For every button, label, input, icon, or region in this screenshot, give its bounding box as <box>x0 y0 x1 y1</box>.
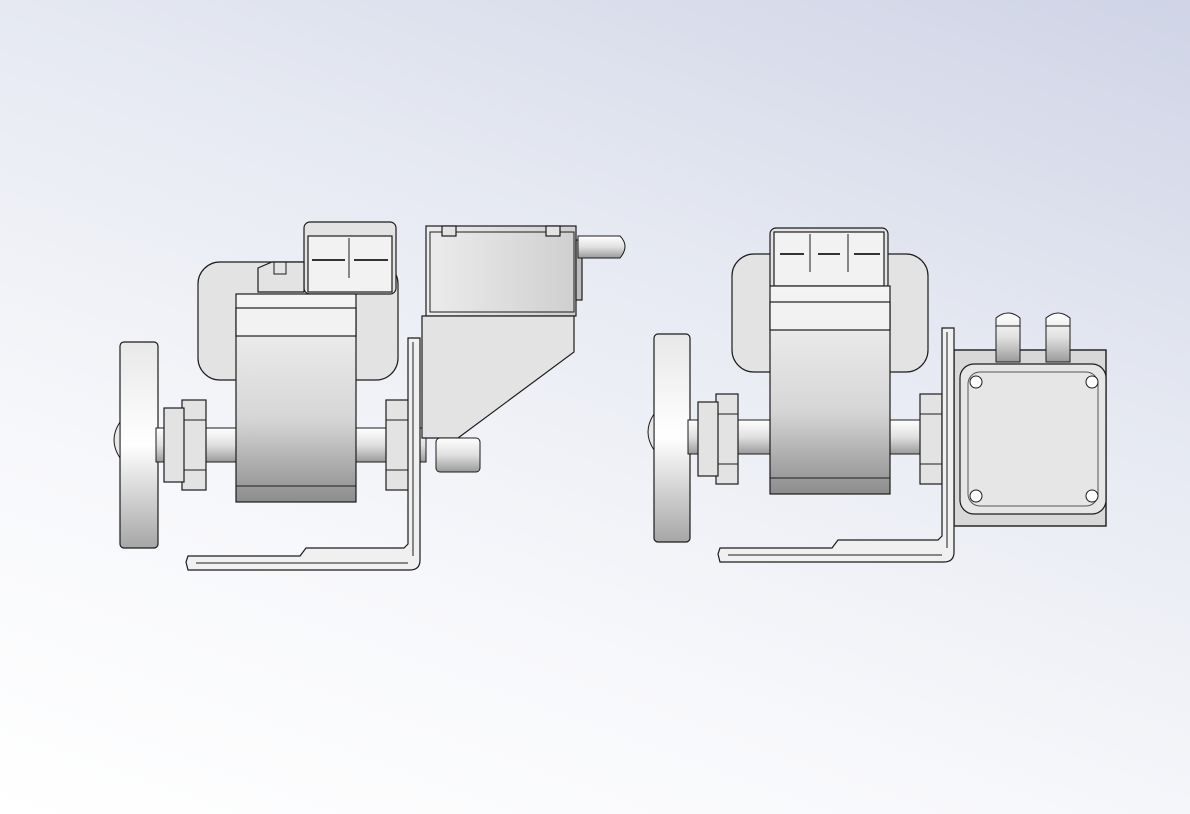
right-nut-front <box>919 393 943 485</box>
pressure-sensor <box>953 312 1107 527</box>
left-nut <box>163 399 207 491</box>
connector-block-front <box>769 227 889 291</box>
main-body <box>235 293 357 503</box>
front-view <box>647 227 1107 563</box>
left-nut-front <box>697 393 739 485</box>
rotor-disk-front <box>647 333 691 543</box>
port-tubes <box>995 312 1071 363</box>
rotor-disk <box>113 341 159 549</box>
side-view <box>113 221 626 571</box>
main-body-front <box>769 285 891 495</box>
nozzle <box>577 235 626 259</box>
connector-block <box>257 221 397 295</box>
mounting-rod-front <box>717 327 955 563</box>
sensor-housing <box>421 225 626 439</box>
mounting-rod <box>185 337 421 571</box>
lower-boss <box>435 437 481 473</box>
right-nut <box>385 399 411 491</box>
mounting-screws <box>969 375 1099 503</box>
